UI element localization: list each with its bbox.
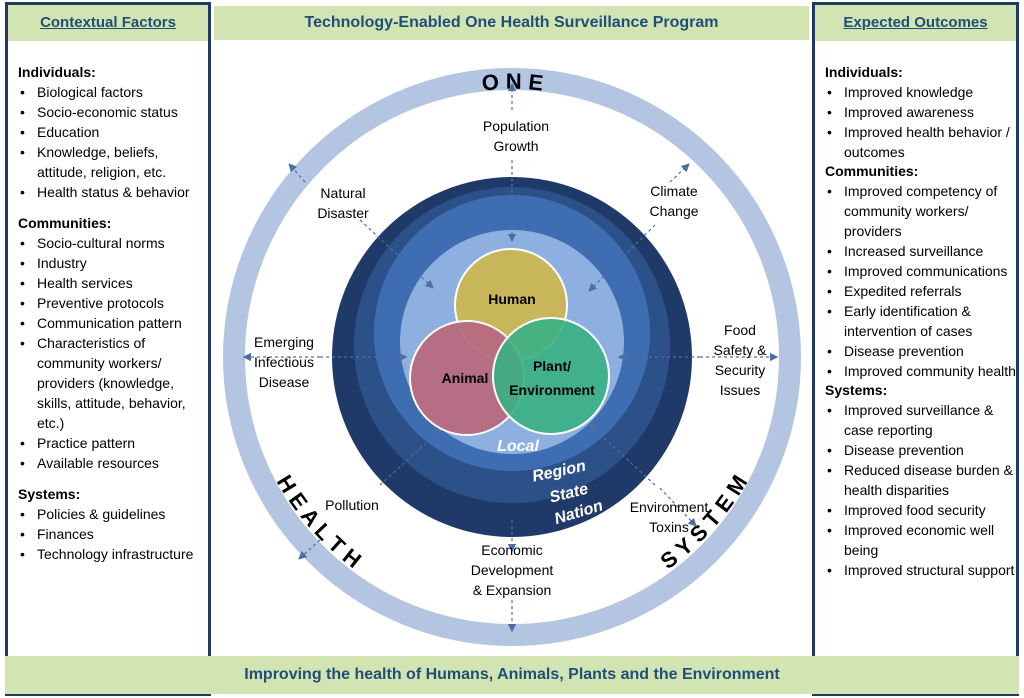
- bullet-list: Improved competency of community workers…: [825, 181, 1016, 381]
- list-item: Health status & behavior: [18, 182, 208, 202]
- label-line: Growth: [493, 138, 538, 154]
- bullet-list: Socio-cultural normsIndustryHealth servi…: [18, 233, 208, 473]
- section-title: Communities:: [825, 163, 919, 179]
- label-line: Change: [649, 203, 698, 219]
- animal-label: Animal: [442, 370, 489, 386]
- label-line: Disaster: [317, 205, 369, 221]
- venn-diagram: [409, 248, 610, 436]
- arrow-toxins-out: [659, 487, 697, 527]
- list-item: Improved structural support: [825, 560, 1016, 580]
- section-title: Systems:: [825, 382, 888, 398]
- factor-arrows: [242, 82, 779, 633]
- expected-outcomes-header: Expected Outcomes: [815, 5, 1016, 41]
- list-item: Socio-cultural norms: [18, 233, 208, 253]
- plant-label-1: Plant/: [533, 358, 571, 374]
- bullet-list: Improved surveillance & case reportingDi…: [825, 400, 1016, 580]
- arrow-climate: [669, 163, 690, 183]
- list-item: Improved surveillance & case reporting: [825, 400, 1016, 440]
- list-item: Reduced disease burden & health disparit…: [825, 460, 1016, 500]
- list-item: Improved competency of community workers…: [825, 181, 1016, 241]
- arrow-pollution: [379, 428, 442, 486]
- arrow-pollution-out: [298, 539, 321, 560]
- arrow-toxins: [588, 423, 656, 486]
- list-item: Practice pattern: [18, 433, 208, 453]
- list-item: Socio-economic status: [18, 102, 208, 122]
- human-label: Human: [488, 291, 535, 307]
- section-title: Communities:: [18, 215, 112, 231]
- list-item: Improved food security: [825, 500, 1016, 520]
- label-line: Environment: [630, 499, 709, 515]
- list-item: Increased surveillance: [825, 241, 1016, 261]
- list-item: Improved economic well being: [825, 520, 1016, 560]
- arrow-disaster-in: [359, 219, 434, 289]
- bullet-list: Policies & guidelinesFinancesTechnology …: [18, 504, 208, 564]
- label-line: Food: [724, 322, 756, 338]
- list-item: Improved health behavior / outcomes: [825, 122, 1016, 162]
- local-label: Local: [497, 438, 539, 455]
- label-line: Population: [483, 118, 549, 134]
- bullet-list: Improved knowledgeImproved awarenessImpr…: [825, 82, 1016, 162]
- label-line: Issues: [720, 382, 760, 398]
- expected-outcomes-panel: Expected Outcomes Individuals: Improved k…: [812, 2, 1019, 696]
- arrow-disaster: [288, 163, 306, 183]
- label-line: Climate: [650, 183, 698, 199]
- list-item: Improved communications: [825, 261, 1016, 281]
- list-item: Finances: [18, 524, 208, 544]
- label-line: Natural: [320, 185, 365, 201]
- list-item: Communication pattern: [18, 313, 208, 333]
- list-item: Expedited referrals: [825, 281, 1016, 301]
- label-line: Emerging: [254, 334, 314, 350]
- one-health-system-ring: [223, 68, 801, 646]
- list-item: Health services: [18, 273, 208, 293]
- label-line: Pollution: [325, 497, 379, 513]
- contextual-factors-header: Contextual Factors: [8, 5, 208, 41]
- list-item: Disease prevention: [825, 440, 1016, 460]
- list-item: Technology infrastructure: [18, 544, 208, 564]
- section-title: Individuals:: [825, 64, 903, 80]
- list-item: Improved community health: [825, 361, 1016, 381]
- label-line: Safety &: [714, 342, 768, 358]
- program-title: Technology-Enabled One Health Surveillan…: [214, 6, 809, 40]
- list-item: Available resources: [18, 453, 208, 473]
- list-item: Early identification & intervention of c…: [825, 301, 1016, 341]
- label-line: Security: [715, 362, 766, 378]
- pollution-label: Pollution: [325, 497, 379, 513]
- list-item: Industry: [18, 253, 208, 273]
- plant-label-2: Environment: [509, 382, 595, 398]
- goal-banner: Improving the health of Humans, Animals,…: [5, 656, 1019, 694]
- label-line: Development: [471, 562, 554, 578]
- label-line: & Expansion: [473, 582, 552, 598]
- label-line: Toxins: [649, 519, 689, 535]
- list-item: Disease prevention: [825, 341, 1016, 361]
- label-line: Economic: [481, 542, 542, 558]
- list-item: Biological factors: [18, 82, 208, 102]
- list-item: Characteristics of community workers/ pr…: [18, 333, 208, 433]
- label-line: Disease: [259, 374, 310, 390]
- label-line: Infectious: [254, 354, 314, 370]
- contextual-factors-list: Individuals: Biological factorsSocio-econ…: [8, 41, 208, 564]
- contextual-factors-panel: Contextual Factors Individuals: Biologica…: [5, 2, 211, 696]
- section-title: Systems:: [18, 486, 81, 502]
- list-item: Knowledge, beliefs, attitude, religion, …: [18, 142, 208, 182]
- list-item: Improved knowledge: [825, 82, 1016, 102]
- list-item: Education: [18, 122, 208, 142]
- expected-outcomes-list: Individuals: Improved knowledgeImproved a…: [815, 41, 1016, 580]
- list-item: Improved awareness: [825, 102, 1016, 122]
- bullet-list: Biological factorsSocio-economic statusE…: [18, 82, 208, 202]
- plant-circle: [492, 317, 610, 435]
- list-item: Preventive protocols: [18, 293, 208, 313]
- list-item: Policies & guidelines: [18, 504, 208, 524]
- section-title: Individuals:: [18, 64, 96, 80]
